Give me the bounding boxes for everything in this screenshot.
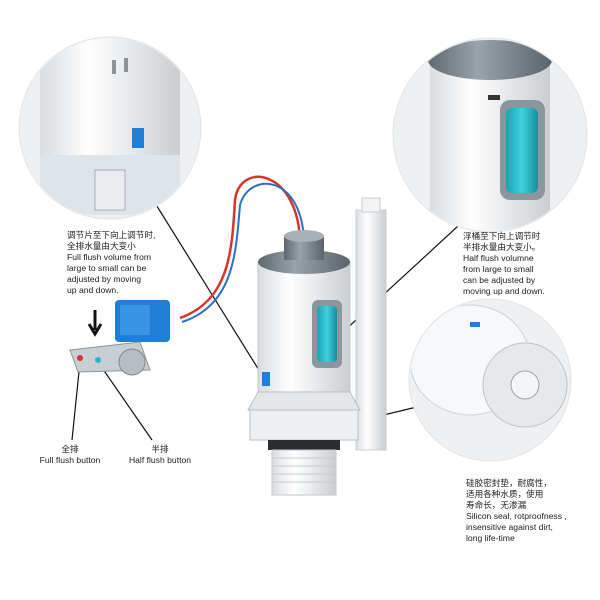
detail-circle-half-adjust	[392, 37, 588, 233]
callout-seal: 硅胶密封垫，耐腐性， 适用各种水质，使用 寿命长，无渗漏 Silicon sea…	[466, 478, 567, 543]
flush-valve	[247, 230, 361, 496]
detail-circle-full-adjust	[18, 36, 202, 220]
label-full-flush-button: 全排 Full flush button	[39, 444, 101, 465]
button-assembly	[69, 300, 170, 376]
label-half-flush-button: 半排 Half flush button	[128, 444, 192, 465]
callout-full-adjust: 调节片至下向上调节时, 全排水量由大变小 Full flush volume f…	[67, 230, 156, 295]
overflow-pipe	[355, 197, 387, 451]
arrow-down-icon	[87, 310, 103, 337]
detail-circle-seal	[408, 298, 572, 462]
callout-half-adjust: 浮桶至下向上调节时 半排水量由大变小。 Half flush volumne f…	[463, 231, 545, 296]
